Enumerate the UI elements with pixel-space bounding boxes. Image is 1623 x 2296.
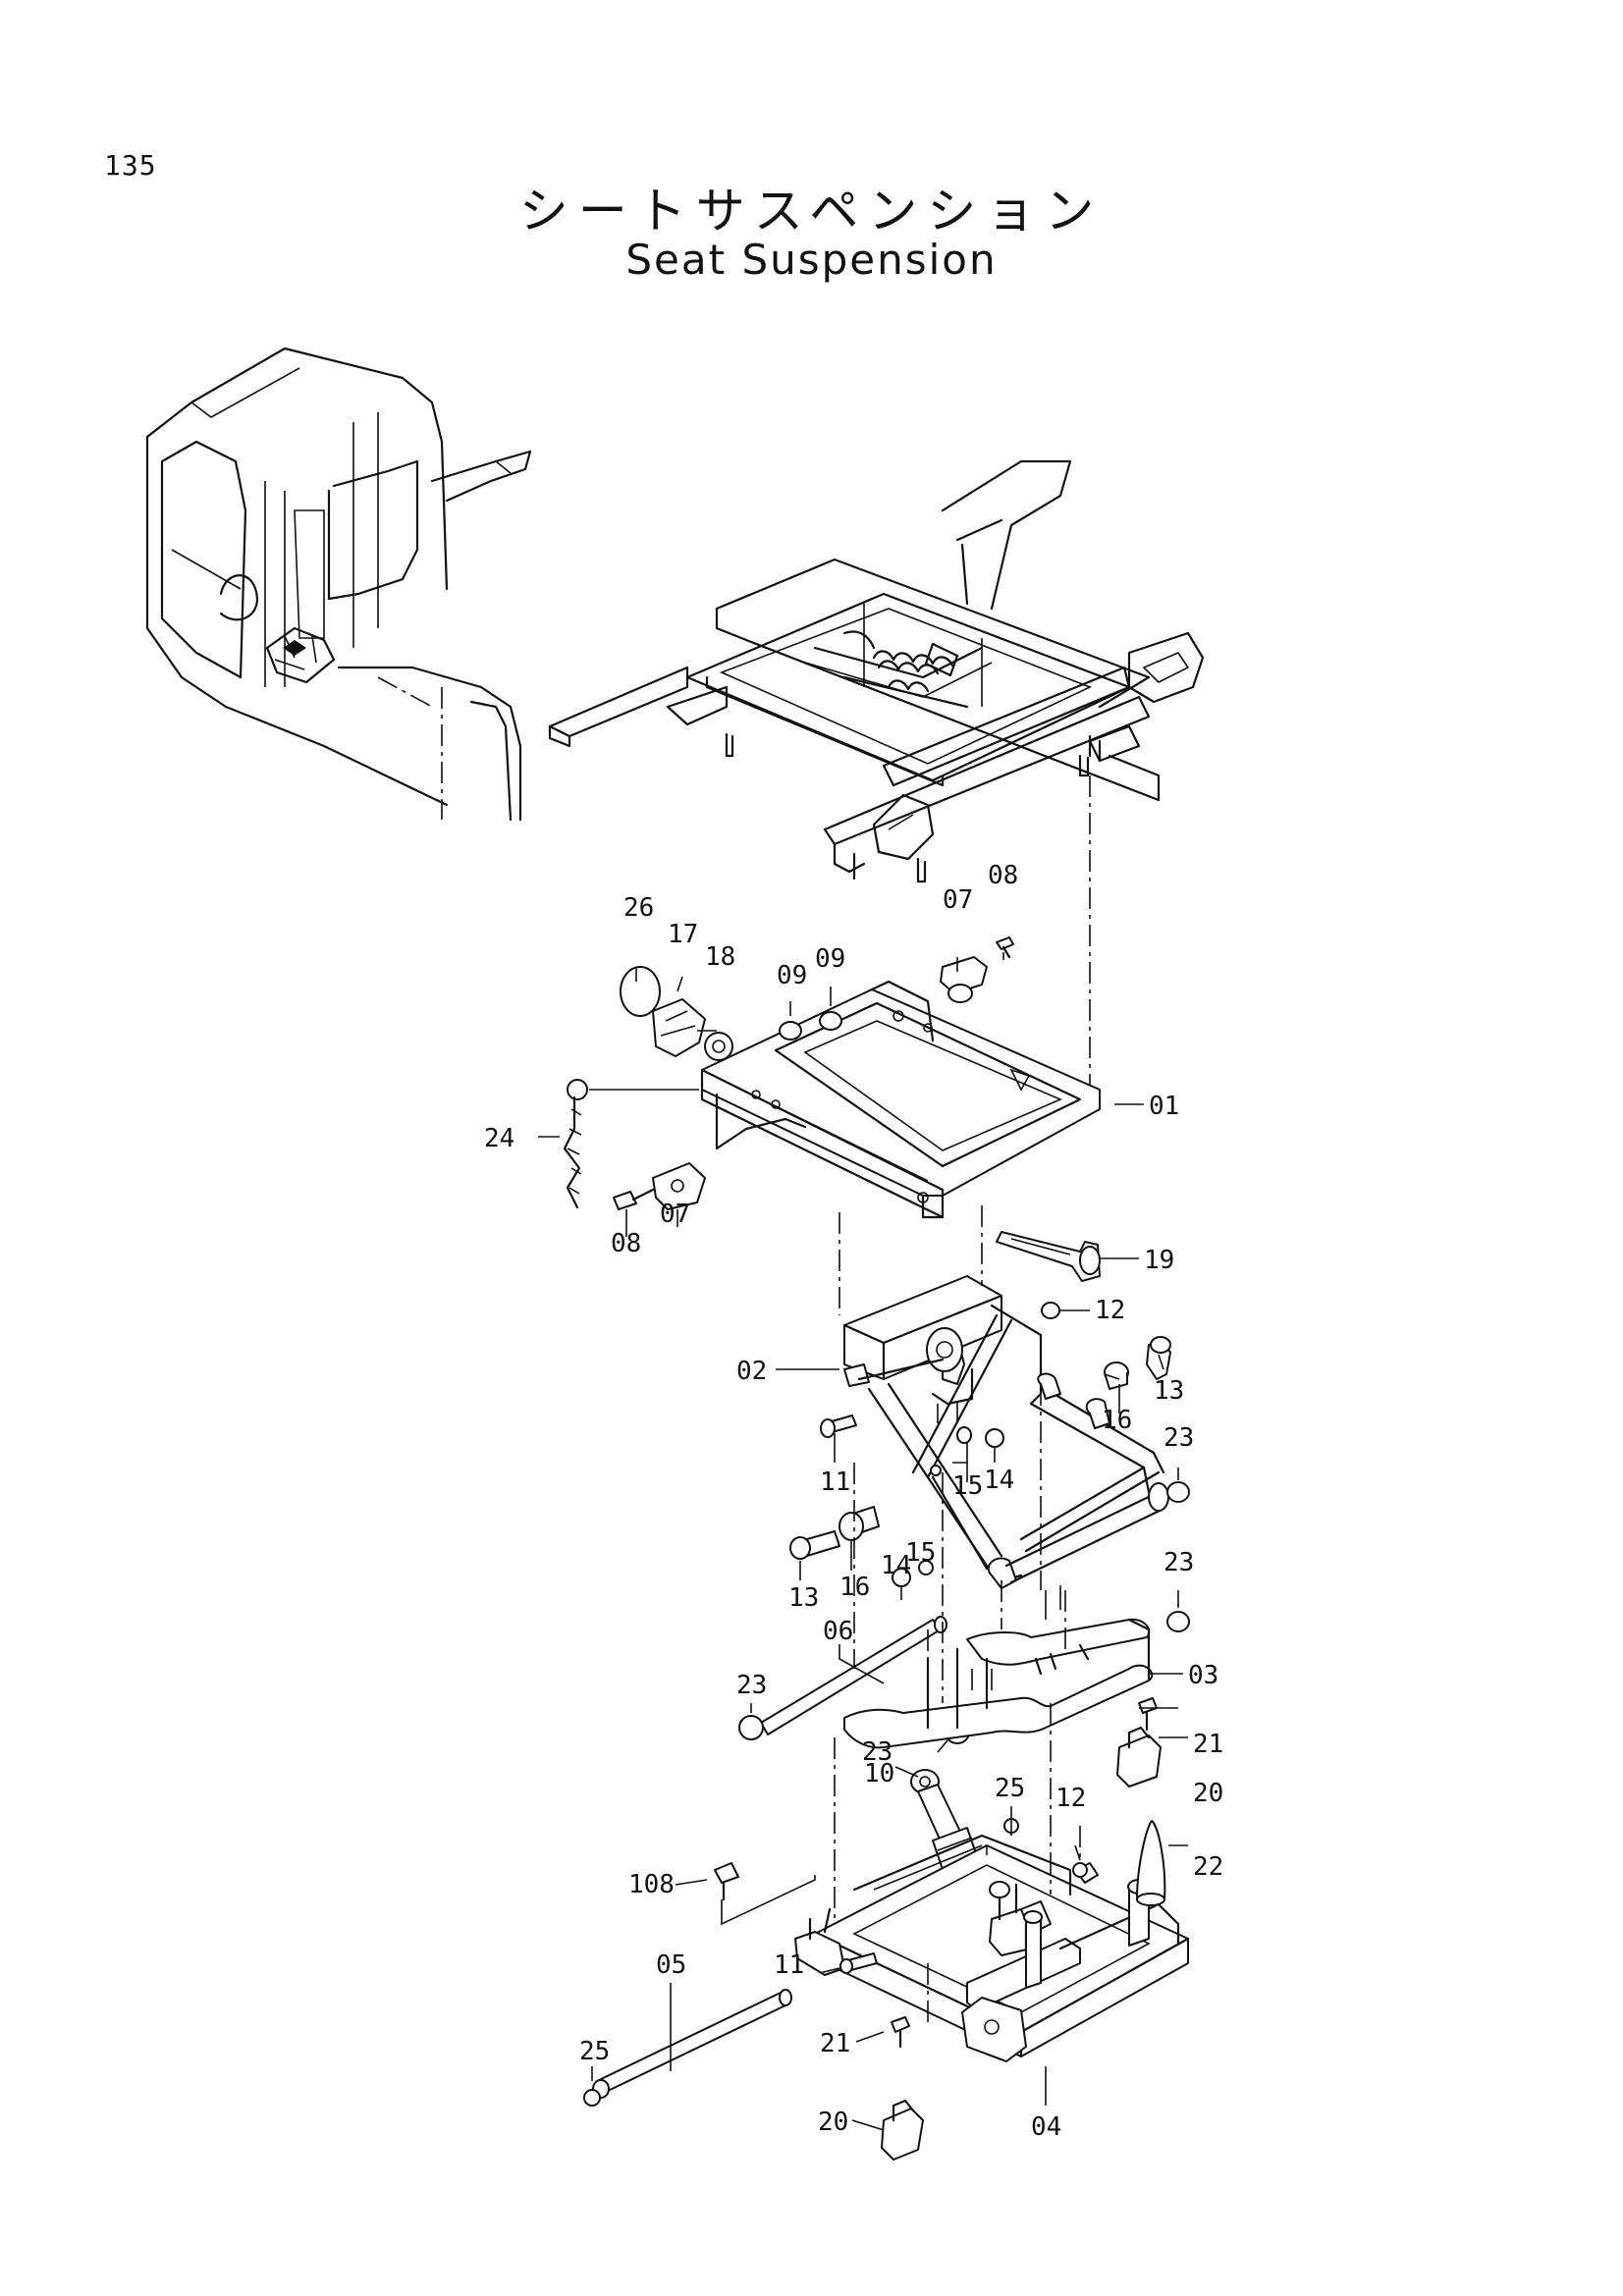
callout-08-lower: 08 <box>611 1229 641 1258</box>
callout-12-lower: 12 <box>1055 1784 1086 1813</box>
title-japanese: シートサスペンション <box>518 183 1105 240</box>
excavator-cab-illustration <box>145 347 532 822</box>
callout-25-lower: 25 <box>579 2037 610 2066</box>
callout-21-right: 21 <box>1193 1730 1223 1759</box>
part-02-scissor-linkage <box>842 1275 1169 1589</box>
callout-07-lower: 07 <box>660 1200 690 1229</box>
linkage-pins-and-collars <box>789 1415 1190 1587</box>
part-04-base-plate <box>794 1834 1190 2062</box>
upper-small-parts <box>563 936 1014 1210</box>
lever-and-fasteners <box>996 1231 1171 1390</box>
callout-15-lower: 15 <box>905 1538 936 1568</box>
callout-02: 02 <box>736 1357 767 1386</box>
callout-108: 108 <box>628 1870 675 1899</box>
callout-23-left: 23 <box>736 1671 767 1700</box>
callout-04: 04 <box>1031 2112 1061 2142</box>
callout-14-upper: 14 <box>984 1466 1014 1495</box>
callout-05: 05 <box>656 1950 686 1980</box>
callout-01: 01 <box>1149 1092 1179 1121</box>
lower-small-parts <box>583 1697 1166 2161</box>
callout-17: 17 <box>668 920 698 949</box>
callout-16-left: 16 <box>839 1573 870 1602</box>
callout-12-upper: 12 <box>1095 1296 1125 1325</box>
callout-23-mid-right: 23 <box>1163 1548 1194 1577</box>
callout-11-lower: 11 <box>774 1950 804 1980</box>
callout-06: 06 <box>823 1617 853 1646</box>
callout-20-left: 20 <box>818 2108 848 2137</box>
part-03-lower-linkage <box>843 1585 1154 1749</box>
title-english: Seat Suspension <box>625 236 998 284</box>
callout-labels: 01 02 03 04 05 06 07 07 08 08 09 09 10 1… <box>484 861 1223 2142</box>
callout-13-right: 13 <box>1154 1376 1184 1406</box>
callout-22: 22 <box>1193 1852 1223 1882</box>
callout-23-center: 23 <box>862 1737 893 1767</box>
callout-20-right: 20 <box>1193 1779 1223 1808</box>
callout-03: 03 <box>1188 1661 1218 1690</box>
callout-09-right: 09 <box>815 944 845 974</box>
callout-25-upper: 25 <box>995 1774 1025 1803</box>
leader-lines <box>538 952 1188 2131</box>
callout-09-left: 09 <box>777 961 807 990</box>
callout-14-lower: 14 <box>881 1551 911 1580</box>
callout-16-right: 16 <box>1102 1406 1132 1435</box>
seat-frame-assembly <box>548 459 1205 1085</box>
page-number: 135 <box>104 149 157 182</box>
callout-13-left: 13 <box>788 1583 819 1613</box>
callout-19: 19 <box>1144 1246 1174 1275</box>
callout-26: 26 <box>623 893 654 923</box>
callout-24: 24 <box>484 1124 514 1153</box>
callout-23-upper-right: 23 <box>1163 1423 1194 1453</box>
callout-08-upper: 08 <box>988 861 1018 890</box>
callout-18: 18 <box>705 942 735 972</box>
callout-10: 10 <box>864 1759 894 1789</box>
callout-15-upper: 15 <box>952 1471 983 1501</box>
callout-11-upper: 11 <box>820 1468 850 1497</box>
part-01-base-frame <box>700 980 1101 1219</box>
callout-21-left: 21 <box>820 2029 850 2058</box>
callout-07-upper: 07 <box>943 885 973 915</box>
